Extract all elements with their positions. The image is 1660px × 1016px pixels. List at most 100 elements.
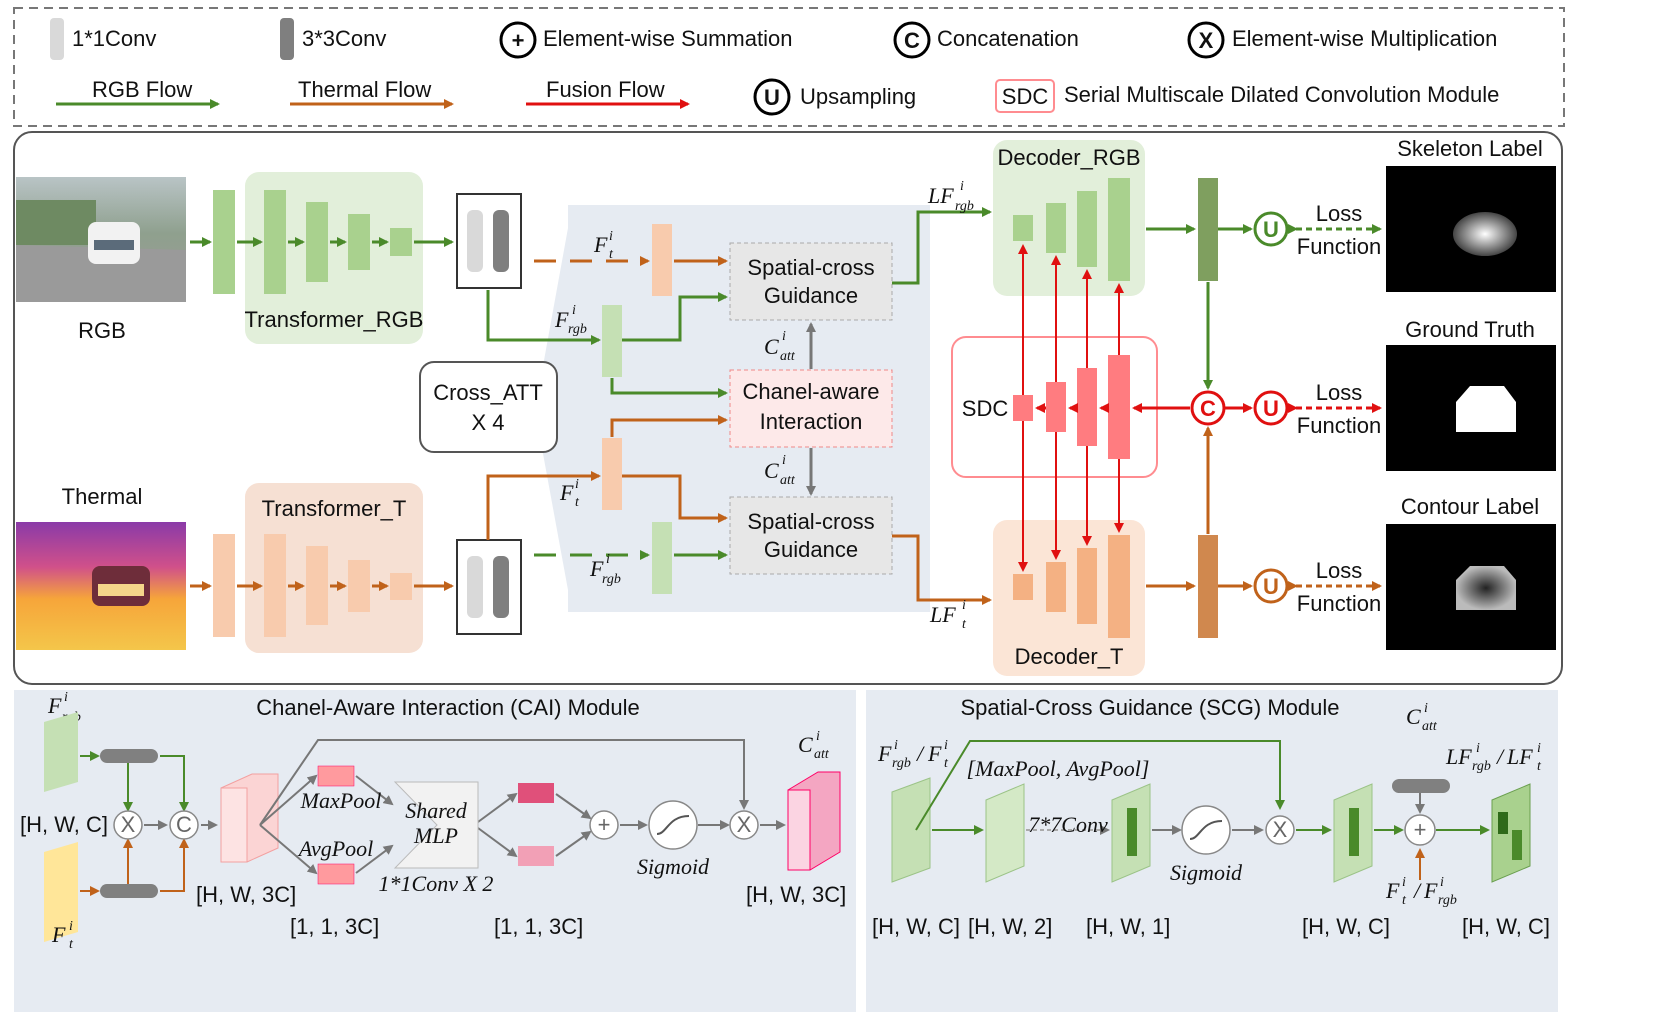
concatenation-icon	[893, 21, 931, 59]
decoder-t-stage-3	[1077, 548, 1097, 624]
svg-text:F: F	[589, 556, 604, 581]
conv1-legend-swatch	[50, 18, 64, 60]
cai-mlp-out-top	[518, 783, 554, 803]
contour-label-title: Contour Label	[1401, 494, 1539, 519]
svg-text:att: att	[814, 747, 830, 762]
cai-dim-113c-1: [1, 1, 3C]	[290, 914, 379, 939]
multiplication-icon	[1187, 21, 1225, 59]
cross-att-label-1: Cross_ATT	[433, 380, 543, 405]
scg-multiply-glyph: X	[1273, 817, 1288, 842]
scg-sigmoid-curve	[1189, 820, 1223, 840]
loss-label-skeleton: Loss	[1316, 201, 1362, 226]
scg-dim-hw2: [H, W, 2]	[968, 914, 1052, 939]
svg-text:i: i	[1402, 875, 1406, 890]
t-transformer-stage-1	[264, 534, 286, 637]
scg-weighted-feature-highlight	[1349, 808, 1359, 856]
svg-text:i: i	[1537, 741, 1541, 756]
scg-input-feature	[891, 777, 931, 883]
svg-text:i: i	[1424, 701, 1428, 716]
summation-icon-glyph: +	[512, 28, 525, 53]
svg-text:rgb: rgb	[955, 199, 974, 214]
t-transformer-stage-3	[348, 560, 370, 612]
cai-maxpool-vector	[317, 765, 355, 787]
decoder-t-box	[993, 520, 1145, 676]
cai-shared-mlp-shape	[393, 781, 479, 869]
ft-feature-top	[652, 224, 672, 296]
scg-pooled-feature	[985, 783, 1025, 883]
fusion-upsampling-glyph: U	[1263, 396, 1279, 421]
transformer-t-box	[245, 483, 423, 653]
concatenation-legend-label: Concatenation	[937, 26, 1079, 51]
t-stem-block	[213, 534, 235, 637]
scg-output-feature-block-1	[1498, 812, 1508, 834]
scg-dim-hwc-3: [H, W, C]	[1462, 914, 1550, 939]
multiplication-legend-label: Element-wise Multiplication	[1232, 26, 1497, 51]
svg-text:i: i	[609, 229, 613, 244]
cai-ft-feature	[44, 842, 78, 942]
svg-text:i: i	[64, 690, 68, 705]
rgb-conv-pair	[456, 193, 522, 289]
svg-text:t: t	[1537, 759, 1542, 774]
decoder-t-stage-4	[1108, 535, 1130, 638]
conv3-legend-swatch	[280, 18, 294, 60]
loss-label-gt: Loss	[1316, 380, 1362, 405]
svg-text:F: F	[51, 922, 66, 947]
cai-out-multiply-glyph: X	[737, 812, 752, 837]
transformer-rgb-box	[245, 172, 423, 344]
fusion-upsampling-icon	[1253, 390, 1289, 426]
upsampling-legend-label: Upsampling	[800, 84, 916, 109]
rgb-transformer-stage-4	[390, 228, 412, 256]
scg-multiply-icon	[1265, 815, 1295, 845]
cai-module-title: Chanel-Aware Interaction (CAI) Module	[256, 695, 640, 720]
svg-text:i: i	[962, 598, 966, 613]
sdc-stage-2	[1046, 382, 1066, 432]
scg-bottom-label-1: Spatial-cross	[747, 509, 874, 534]
rgb-transformer-stage-2	[306, 202, 328, 282]
rgb-transformer-stage-3	[348, 214, 370, 270]
multiplication-icon-glyph: X	[1199, 28, 1214, 53]
decoder-rgb-stage-2	[1046, 203, 1066, 253]
scg-box-bottom	[729, 496, 893, 575]
scg-module-title: Spatial-Cross Guidance (SCG) Module	[960, 695, 1339, 720]
svg-text:t: t	[944, 756, 949, 771]
svg-text:F: F	[47, 693, 62, 718]
svg-text:i: i	[606, 552, 610, 567]
cai-dim-hw3c-2: [H, W, 3C]	[746, 882, 846, 907]
frgb-feature-bottom	[652, 522, 672, 594]
svg-text:C: C	[764, 458, 779, 483]
rgb-upsampling-icon	[1253, 211, 1289, 247]
svg-text:i: i	[572, 303, 576, 318]
decoder-rgb-stage-3	[1077, 191, 1097, 267]
ground-truth-title: Ground Truth	[1405, 317, 1535, 342]
cai-label-1: Chanel-aware	[743, 379, 880, 404]
scg-dim-hwc-1: [H, W, C]	[872, 914, 960, 939]
rgb-upsampling-glyph: U	[1263, 217, 1279, 242]
scg-output-feature-block-2	[1512, 830, 1522, 860]
svg-text:/: /	[915, 741, 925, 766]
svg-text:i: i	[960, 179, 964, 194]
scg-dim-hw1: [H, W, 1]	[1086, 914, 1170, 939]
cai-box	[729, 369, 893, 448]
scg-sigmoid-label: Sigmoid	[1170, 860, 1243, 885]
scg-conv-block	[1392, 779, 1450, 793]
summation-icon	[499, 21, 537, 59]
function-label-contour: Function	[1297, 591, 1381, 616]
legend: 1*1Conv 3*3Conv + Element-wise Summation…	[13, 7, 1565, 127]
rgb-stem-block	[213, 190, 235, 294]
svg-text:att: att	[1422, 719, 1438, 734]
cai-shared-label-1: Shared	[405, 798, 468, 823]
cai-sigmoid-curve	[656, 815, 690, 835]
scg-top-label-1: Spatial-cross	[747, 255, 874, 280]
rgb-flow-label: RGB Flow	[92, 77, 192, 102]
svg-text:F: F	[1385, 878, 1400, 903]
cai-multiply-icon	[113, 810, 143, 840]
sdc-label: SDC	[962, 396, 1009, 421]
